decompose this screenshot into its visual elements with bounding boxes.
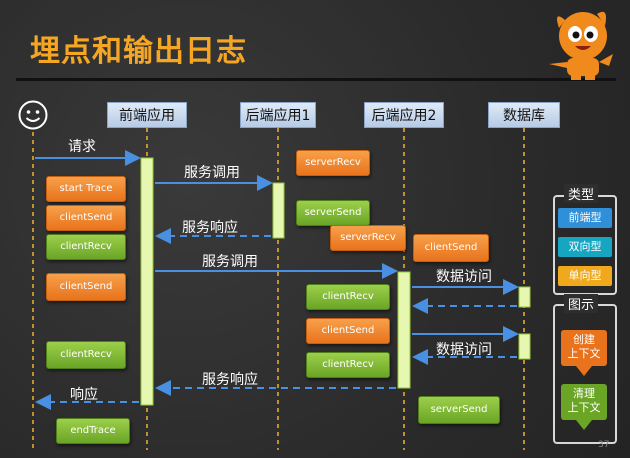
msg-data-access-1: 数据访问 (436, 269, 492, 285)
tag-client-send-db1: clientSend (413, 234, 489, 262)
tag-client-send-1: clientSend (46, 205, 126, 231)
msg-data-access-2: 数据访问 (436, 342, 492, 358)
tag-client-send-2: clientSend (46, 273, 126, 301)
msg-request: 请求 (68, 139, 96, 155)
tag-start-trace: start Trace (46, 176, 126, 202)
msg-service-call-1: 服务调用 (184, 165, 240, 181)
legend-clear-context: 清理 上下文 (561, 384, 607, 420)
mascot-icon (549, 11, 613, 80)
callout-pointer-icon (576, 366, 592, 376)
msg-service-response-1: 服务响应 (182, 220, 238, 236)
lane-backend2-header: 后端应用2 (364, 102, 444, 128)
lane-backend1-header: 后端应用1 (240, 102, 316, 128)
legend-type-frontend: 前端型 (558, 208, 612, 228)
tag-client-send-db2: clientSend (306, 318, 390, 344)
legend-illustration-title: 图示 (564, 294, 599, 313)
tag-server-send-2: serverSend (418, 396, 500, 424)
tag-client-recv-1: clientRecv (46, 234, 126, 260)
legend-type-unidirectional: 单向型 (558, 266, 612, 286)
legend-types-title: 类型 (564, 184, 599, 203)
tag-client-recv-db1: clientRecv (306, 284, 390, 310)
tag-server-send-1: serverSend (296, 200, 370, 226)
callout-pointer-icon (576, 420, 592, 430)
user-smiley-icon (18, 100, 48, 130)
page-number: 37 (598, 440, 610, 450)
legend-type-bidirectional: 双向型 (558, 237, 612, 257)
page-title: 埋点和输出日志 (30, 34, 247, 69)
tag-server-recv-1: serverRecv (296, 150, 370, 176)
msg-service-response-2: 服务响应 (202, 372, 258, 388)
legend-create-context: 创建 上下文 (561, 330, 607, 366)
lane-database-header: 数据库 (488, 102, 560, 128)
tag-client-recv-db2: clientRecv (306, 352, 390, 378)
tag-end-trace: endTrace (56, 418, 130, 444)
lane-frontend-header: 前端应用 (107, 102, 187, 128)
msg-response: 响应 (70, 387, 98, 403)
tag-client-recv-2: clientRecv (46, 341, 126, 369)
title-divider (16, 78, 616, 81)
tag-server-recv-2: serverRecv (330, 225, 406, 251)
msg-service-call-2: 服务调用 (202, 254, 258, 270)
